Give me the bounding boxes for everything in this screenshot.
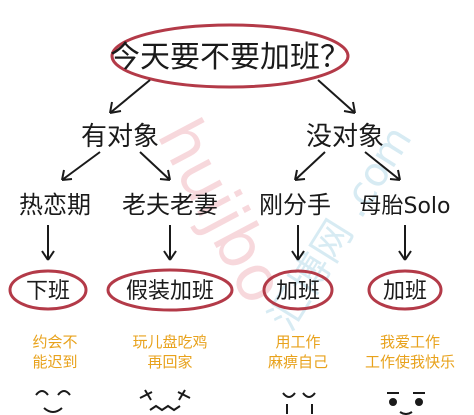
leaf-4-reason-line2: 工作使我快乐 [365,353,455,371]
arrow-left-a [61,151,101,181]
leaf-1-reason-line2: 能迟到 [32,353,77,371]
stage-arrows [41,225,412,261]
arrow-right-a [294,151,326,181]
leaf-2-decision-circle [106,268,234,312]
branch-right-label: 没对象 [306,122,384,152]
arrow-root-right-head [343,101,356,114]
leaf-2-reason-line2: 再回家 [147,353,192,371]
arrow-stage-3 [291,225,305,261]
leaf-3-reason-line1: 用工作 [275,333,320,351]
leaf-2-decision: 假装加班 [126,279,214,304]
leaf-2-stage: 老夫老妻 [122,191,218,219]
arrow-root-right [317,79,356,114]
leaf-4-stage: 母胎Solo [360,194,451,219]
face-4-icon [387,392,425,415]
root-question-circle [110,23,350,89]
arrow-left-b [139,151,171,181]
leaf-1-reason-line1: 约会不 [32,333,77,351]
face-1-icon [35,390,71,413]
face-2-icon [139,389,191,412]
arrow-right-b [364,151,401,181]
leaf-3-decision-circle [262,269,334,311]
leaf-3-stage: 刚分手 [259,191,331,219]
branch-arrows [61,151,401,181]
doodle-faces [35,389,425,415]
arrow-stage-4 [398,225,412,261]
arrow-stage-2 [163,225,177,261]
leaf-3-reason-line2: 麻痹自己 [268,353,328,371]
branch-left-label: 有对象 [81,122,159,152]
leaf-4-decision-circle [367,269,443,311]
arrow-stage-1 [41,225,55,261]
leaf-3-decision: 加班 [276,279,320,304]
leaf-2-reason-line1: 玩儿盘吃鸡 [132,333,207,351]
decision-circles [8,268,443,312]
arrow-root-left [109,79,151,114]
leaf-4-decision: 加班 [383,279,427,304]
leaf-4-reason-line1: 我爱工作 [380,333,440,351]
face-3-icon [282,392,316,414]
root-arrows [109,79,356,114]
leaf-1-decision: 下班 [26,279,70,304]
leaf-1-decision-circle [8,269,88,311]
arrow-root-left-head [109,101,122,114]
root-question: 今天要不要加班？ [110,40,350,75]
leaf-1-stage: 热恋期 [19,191,91,219]
